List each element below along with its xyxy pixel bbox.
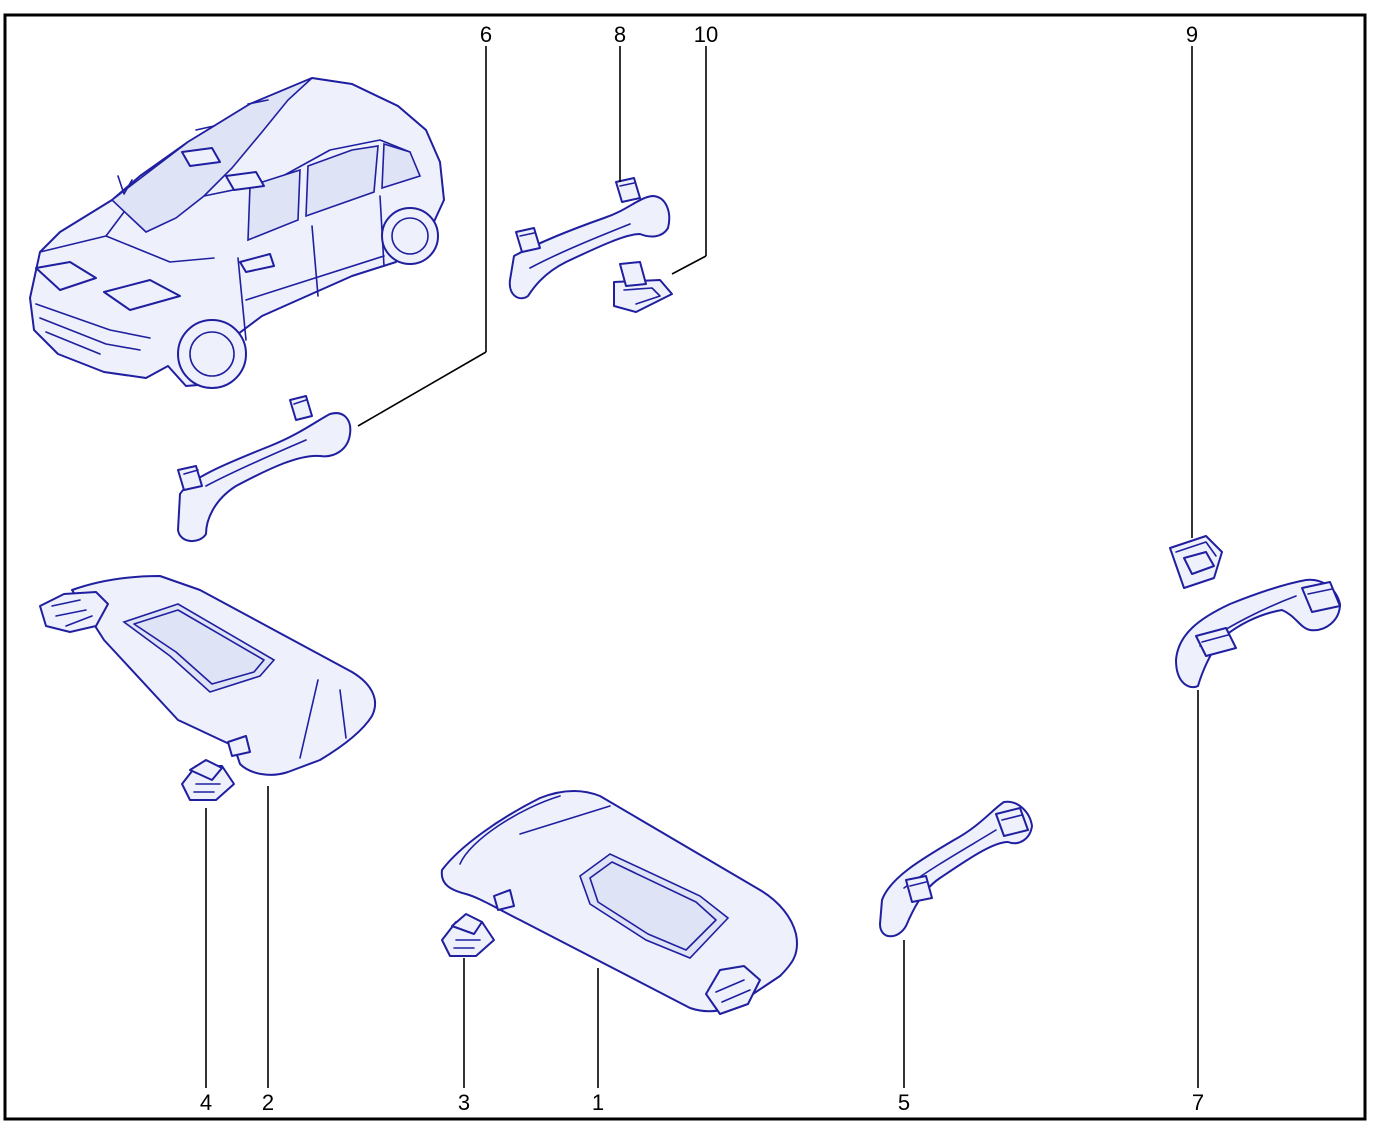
callout-7: 7 [1192,1090,1204,1115]
callout-5: 5 [898,1090,910,1115]
callout-3: 3 [458,1090,470,1115]
handle-cover-9 [1169,535,1223,589]
hatchback-car-icon [29,77,445,389]
visor-clip-4 [181,759,235,801]
grab-handle-7 [1175,578,1341,689]
callout-2: 2 [262,1090,274,1115]
callout-4: 4 [200,1090,212,1115]
visor-clip-3 [441,913,495,957]
leader-line-10 [671,255,707,275]
handle-cover-10 [613,261,673,313]
grab-handle-5 [879,800,1033,938]
grab-handle-8 [508,177,671,300]
callout-10: 10 [694,22,718,47]
callout-9: 9 [1186,22,1198,47]
grab-handle-6 [177,395,352,542]
diagram-frame [3,13,1367,1121]
sun-visor-1 [440,790,798,1015]
callout-6: 6 [480,22,492,47]
leader-line-6 [357,351,487,427]
callout-1: 1 [592,1090,604,1115]
sun-visor-2 [39,575,377,776]
callout-8: 8 [614,22,626,47]
